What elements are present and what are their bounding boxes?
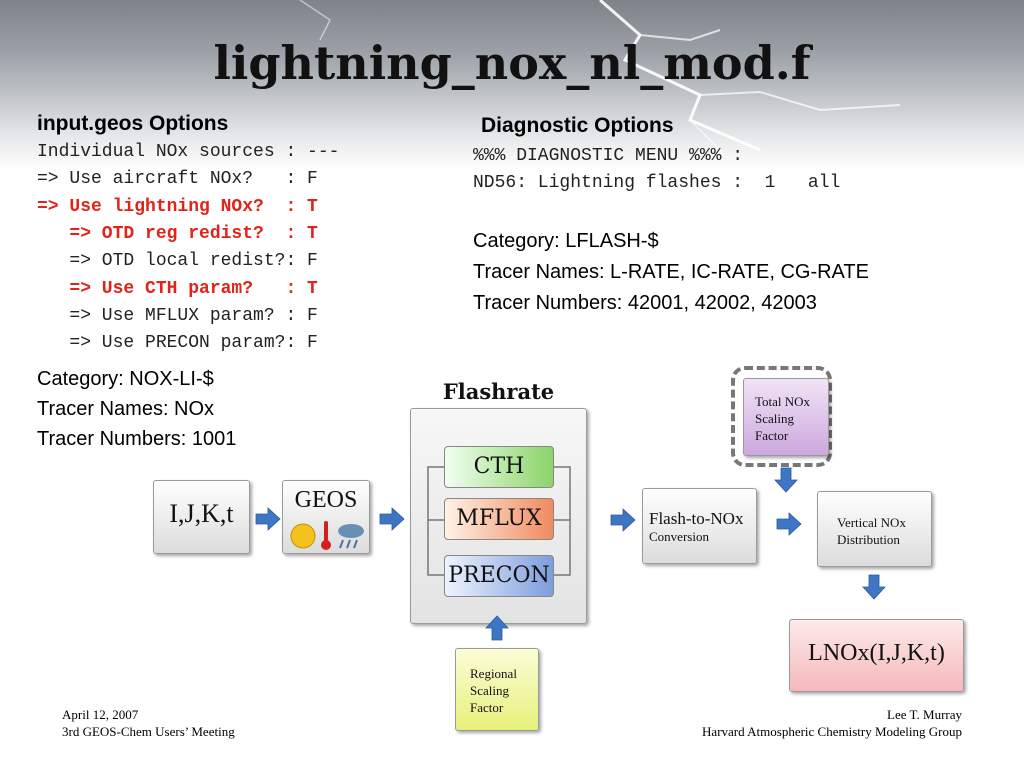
input-option-line: Individual NOx sources : ---	[37, 142, 340, 162]
regional-line-3: Factor	[470, 700, 504, 715]
regional-line-2: Scaling	[470, 683, 509, 698]
mflux-box: MFLUX	[444, 498, 554, 540]
total-line-3: Factor	[755, 428, 789, 443]
footer-left: April 12, 2007 3rd GEOS-Chem Users’ Meet…	[62, 706, 235, 740]
input-category: Category: NOX-LI-$	[37, 368, 214, 390]
geos-label: GEOS	[294, 487, 358, 513]
diagnostic-category: Category: LFLASH-$	[473, 230, 659, 252]
footer-right: Lee T. Murray Harvard Atmospheric Chemis…	[702, 706, 962, 740]
lightning-header-background	[0, 0, 1024, 170]
input-option-line: => Use CTH param? : T	[37, 278, 318, 299]
total-nox-dashed-outline	[731, 366, 832, 467]
input-options-heading: input.geos Options	[37, 112, 229, 135]
regional-line-1: Regional	[470, 666, 517, 681]
precon-box: PRECON	[444, 555, 554, 597]
nd56-line: ND56: Lightning flashes : 1 all	[473, 173, 841, 193]
input-option-line: => Use aircraft NOx? : F	[37, 169, 318, 190]
diagnostic-menu-line: %%% DIAGNOSTIC MENU %%% :	[473, 146, 744, 166]
total-line-1: Total NOx	[755, 394, 811, 409]
flash-to-nox-box: Flash-to-NOx Conversion	[642, 488, 757, 564]
regional-scaling-box: Regional Scaling Factor	[455, 648, 539, 731]
flashrate-label: Flashrate	[442, 379, 555, 404]
cth-box: CTH	[444, 446, 554, 488]
input-option-line: => Use MFLUX param? : F	[37, 305, 318, 326]
total-line-2: Scaling	[755, 411, 794, 426]
input-option-line: => Use lightning NOx? : T	[37, 196, 318, 217]
vertical-line-1: Vertical NOx	[837, 515, 906, 530]
vertical-distribution-box: Vertical NOx Distribution	[817, 491, 932, 567]
diagnostic-tracer-numbers: Tracer Numbers: 42001, 42002, 42003	[473, 292, 817, 314]
footer-meeting: 3rd GEOS-Chem Users’ Meeting	[62, 724, 235, 739]
conversion-sub-label: Conversion	[649, 529, 709, 544]
conversion-main-label: Flash-to-NOx	[649, 509, 744, 528]
input-option-line: => Use PRECON param?: F	[37, 333, 318, 354]
weather-icons	[290, 521, 364, 550]
input-tracer-numbers: Tracer Numbers: 1001	[37, 428, 237, 450]
input-option-line: => OTD reg redist? : T	[37, 223, 318, 244]
footer-group: Harvard Atmospheric Chemistry Modeling G…	[702, 724, 962, 739]
geos-box: GEOS	[282, 480, 370, 554]
diagnostic-tracer-names: Tracer Names: L-RATE, IC-RATE, CG-RATE	[473, 261, 869, 283]
ijkt-box: I,J,K,t	[153, 480, 250, 554]
footer-date: April 12, 2007	[62, 707, 139, 722]
input-option-line: => OTD local redist?: F	[37, 251, 318, 272]
lightning-bolt-icon	[299, 0, 901, 161]
lnox-label: LNOx(I,J,K,t)	[808, 640, 945, 666]
slide-title: lightning_nox_nl_mod.f	[213, 36, 811, 90]
ijkt-label: I,J,K,t	[169, 499, 234, 528]
footer-author: Lee T. Murray	[887, 707, 962, 722]
input-tracer-names: Tracer Names: NOx	[37, 398, 215, 420]
diagnostic-options-heading: Diagnostic Options	[481, 114, 674, 137]
vertical-line-2: Distribution	[837, 532, 900, 547]
lnox-output-box: LNOx(I,J,K,t)	[789, 619, 964, 692]
total-nox-box: Total NOx Scaling Factor	[743, 378, 829, 456]
